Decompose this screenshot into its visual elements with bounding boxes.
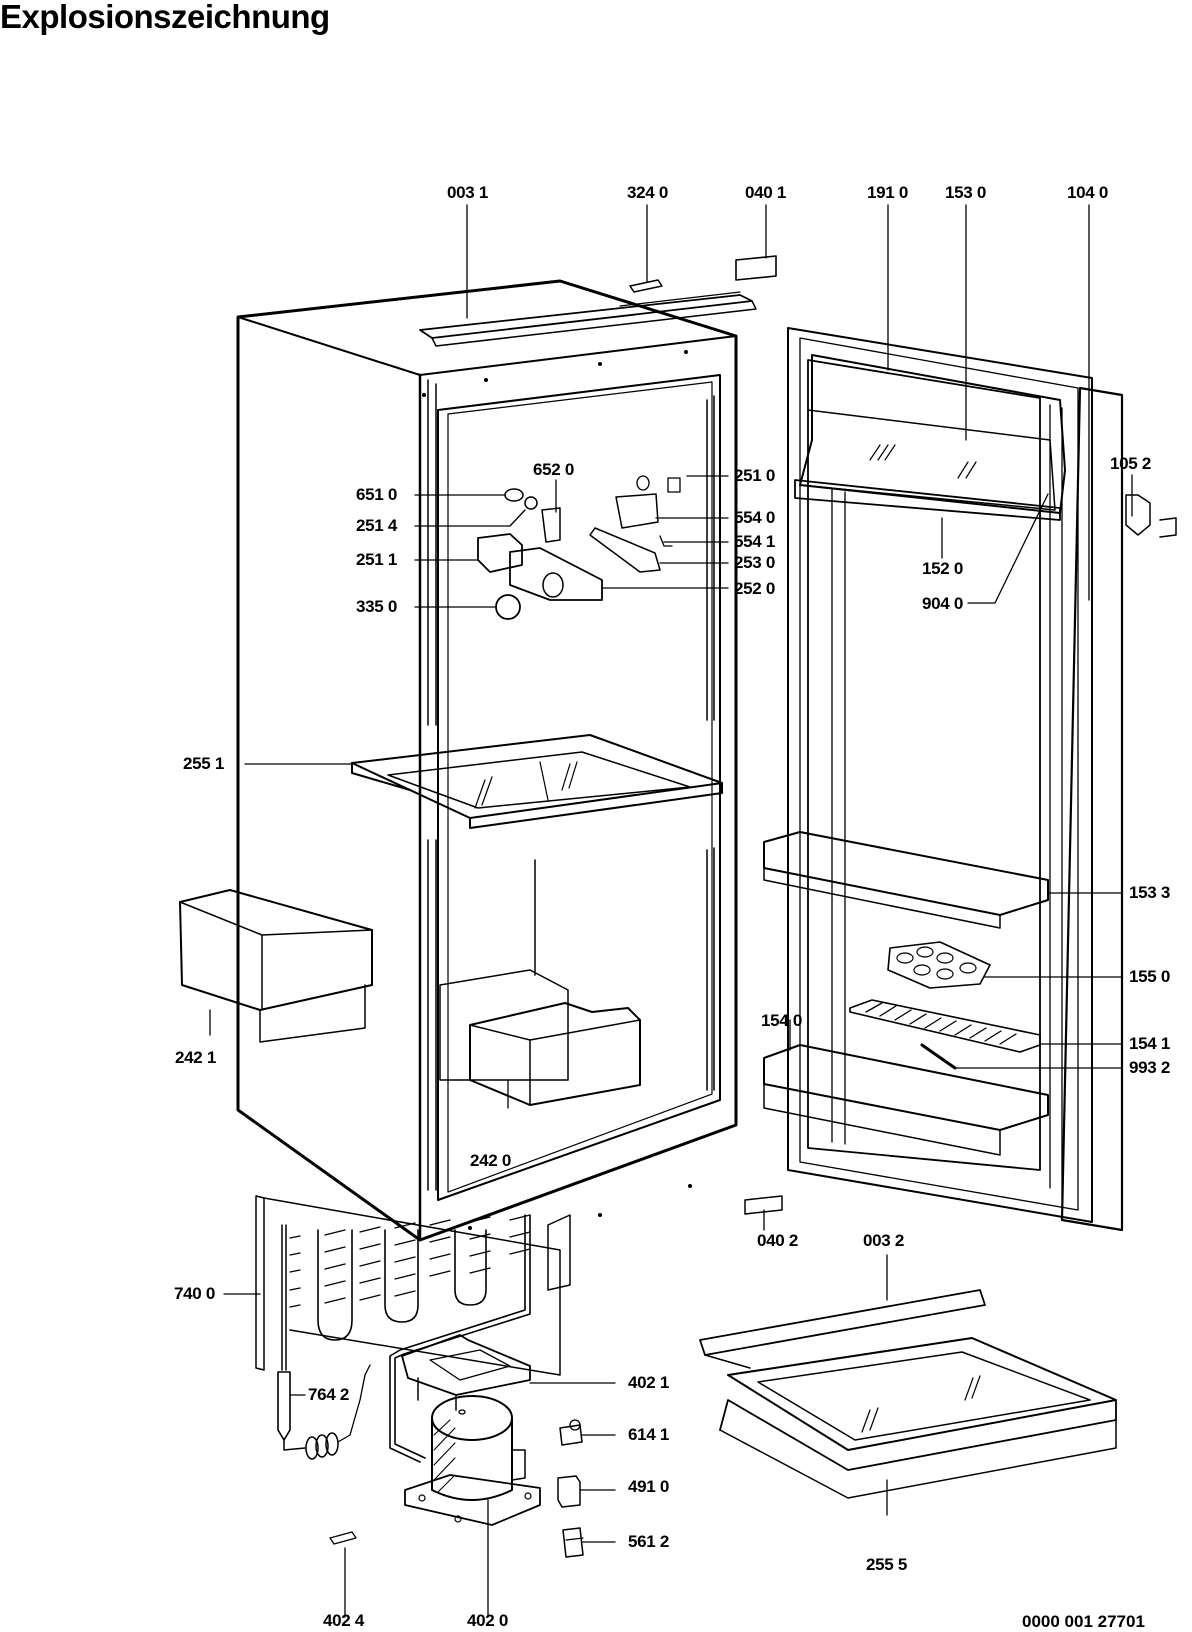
part-label-402-0: 402 0 <box>467 1611 509 1630</box>
document-number: 0000 001 27701 <box>1022 1612 1145 1631</box>
part-label-242-0: 242 0 <box>470 1151 512 1170</box>
glass-shelf-255-1 <box>351 734 723 829</box>
part-label-255-5: 255 5 <box>866 1555 908 1574</box>
part-label-402-4: 402 4 <box>323 1611 365 1630</box>
part-label-904-0: 904 0 <box>922 594 964 613</box>
part-label-152-0: 152 0 <box>922 559 964 578</box>
part-label-652-0: 652 0 <box>533 460 575 479</box>
part-label-740-0: 740 0 <box>174 1284 216 1303</box>
part-label-153-0: 153 0 <box>945 183 987 202</box>
part-label-040-1: 040 1 <box>745 183 787 202</box>
part-label-993-2: 993 2 <box>1129 1058 1171 1077</box>
part-label-104-0: 104 0 <box>1067 183 1109 202</box>
crisper-drawer-242-0 <box>439 859 641 1106</box>
cabinet-body <box>236 279 757 1242</box>
part-label-154-0: 154 0 <box>761 1011 803 1030</box>
part-label-402-1: 402 1 <box>628 1373 670 1392</box>
part-label-764-2: 764 2 <box>308 1385 350 1404</box>
part-label-491-0: 491 0 <box>628 1477 670 1496</box>
bin-242-1 <box>179 889 373 1043</box>
part-label-253-0: 253 0 <box>734 553 776 572</box>
part-label-651-0: 651 0 <box>356 485 398 504</box>
page-title: Explosionszeichnung <box>0 0 330 35</box>
part-label-255-1: 255 1 <box>183 754 225 773</box>
door <box>763 327 1177 1232</box>
part-label-614-1: 614 1 <box>628 1425 670 1444</box>
part-label-251-1: 251 1 <box>356 550 398 569</box>
part-label-191-0: 191 0 <box>867 183 909 202</box>
part-label-242-1: 242 1 <box>175 1048 217 1067</box>
part-label-003-1: 003 1 <box>447 183 489 202</box>
refrigeration-system <box>255 1195 584 1558</box>
part-label-003-2: 003 2 <box>863 1231 905 1250</box>
part-label-251-4: 251 4 <box>356 516 398 535</box>
part-label-155-0: 155 0 <box>1129 967 1171 986</box>
part-label-554-1: 554 1 <box>734 532 776 551</box>
part-label-252-0: 252 0 <box>734 579 776 598</box>
part-label-105-2: 105 2 <box>1110 454 1152 473</box>
part-label-335-0: 335 0 <box>356 597 398 616</box>
part-label-554-0: 554 0 <box>734 508 776 527</box>
control-components <box>477 475 681 620</box>
cover-strip-003-2 <box>699 1289 986 1369</box>
part-label-040-2: 040 2 <box>757 1231 799 1250</box>
part-label-251-0: 251 0 <box>734 466 776 485</box>
glass-shelf-255-5 <box>719 1337 1117 1499</box>
part-label-154-1: 154 1 <box>1129 1034 1171 1053</box>
leader-lines <box>209 204 1133 1618</box>
brackets <box>629 255 783 1215</box>
part-label-324-0: 324 0 <box>627 183 669 202</box>
part-label-561-2: 561 2 <box>628 1532 670 1551</box>
part-label-153-3: 153 3 <box>1129 883 1171 902</box>
